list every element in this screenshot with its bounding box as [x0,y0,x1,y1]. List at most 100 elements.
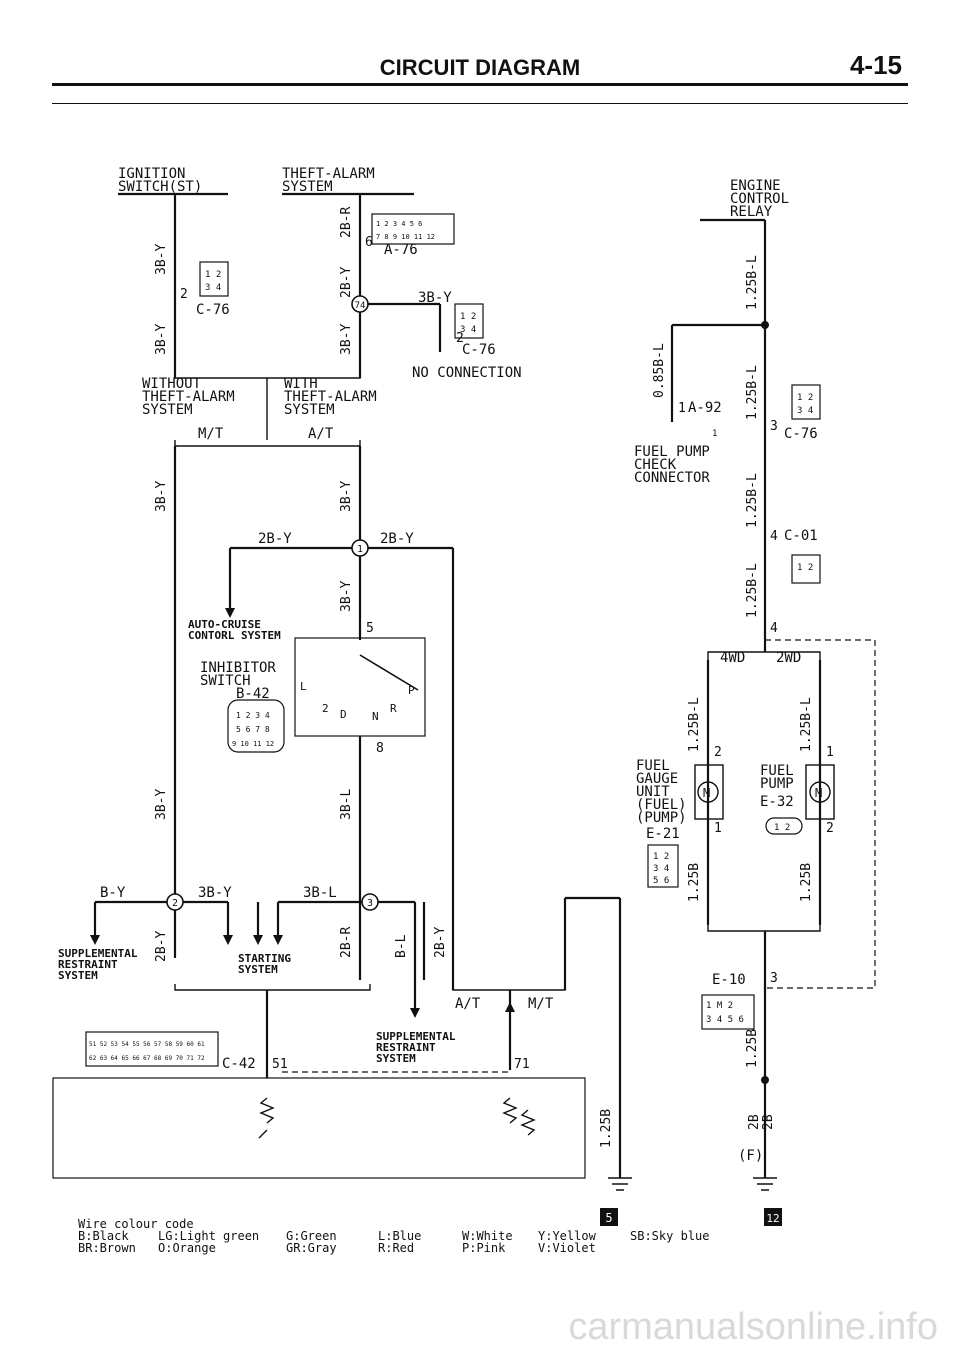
theft-label-2: SYSTEM [282,179,333,195]
starting-label-1: STARTING [238,952,291,965]
ignition-label-1: IGNITION [118,166,185,182]
legend-item: BR:Brown [78,1241,136,1255]
wire-label: 1.25B [687,863,702,902]
autocruise-label-1: AUTO-CRUISE [188,618,261,631]
connector-cells: 1 2 [653,852,669,862]
connector-cells: 1 2 [797,563,813,573]
connector-cells: 1 2 3 4 [236,711,270,720]
wire-label: 1.25B [799,863,814,902]
srs-left-label-3: SYSTEM [58,969,98,982]
ground-marker-label: 12 [766,1212,779,1225]
c76-label: C-76 [196,302,230,318]
wire-label: 0.85B-L [652,343,667,398]
srs-left-label-1: SUPPLEMENTAL [58,947,138,960]
connector-cells: 1 2 [205,270,221,280]
svg-text:1: 1 [357,544,363,555]
wire-label: 1.25B-L [799,697,814,752]
engine-label-1: ENGINE [730,178,781,194]
wire-label: 1.25B-L [745,473,760,528]
pin-number: 6 [365,235,373,250]
connector-cells: 3 4 [205,283,221,293]
svg-text:3: 3 [367,898,373,909]
pin-number: 2 [456,331,464,346]
fuel-pump-conn: E-32 [760,794,794,810]
fuel-pump-check-label-3: CONNECTOR [634,470,710,486]
wire-label: 1.25B-L [745,563,760,618]
fuel-gauge-label-4: (FUEL) [636,797,687,813]
watermark: carmanualsonline.info [568,1306,938,1348]
at-label: A/T [308,426,334,442]
connector-cells: 1 2 [797,393,813,403]
pin-number: 3 [770,971,778,986]
fuel-gauge-label-1: FUEL [636,758,670,774]
ground-f-label: (F) [738,1148,763,1164]
connector-cells: 3 4 5 6 [706,1015,744,1025]
ground-marker-label: 5 [605,1211,612,1225]
wire-label: 1.25B-L [745,255,760,310]
connector-cells: 3 4 [460,325,476,335]
srs-mid-label-3: SYSTEM [376,1052,416,1065]
wire-label: B-Y [100,885,126,901]
wire-label: 2B [747,1114,762,1130]
inhibitor-pos: N [372,710,379,723]
mt-label: M/T [528,996,554,1012]
wire-label: 1.25B-L [687,697,702,752]
wire-label: 2B-R [339,207,354,238]
fuel-gauge-label-3: UNIT [636,784,670,800]
pin-number: 1 [714,821,722,836]
connector-cells: 1 M 2 [706,1001,733,1011]
inhibitor-pos: 2 [322,702,329,715]
pin-number: 8 [376,741,384,756]
autocruise-label-2: CONTORL SYSTEM [188,629,281,642]
pin-number: 3 [770,419,778,434]
legend-item: L:Blue [378,1229,422,1243]
connector-cells: 3 4 [797,406,813,416]
4wd-label: 4WD [720,650,745,666]
wire-label: 3B-Y [198,885,232,901]
wire-label: 3B-L [339,789,354,820]
with-label-3: SYSTEM [284,402,335,418]
srs-mid-label-2: RESTRAINT [376,1041,436,1054]
2wd-label: 2WD [776,650,801,666]
pin-number: 71 [514,1057,530,1072]
wire-label: 3B-Y [154,244,169,275]
header-rule-thin [52,103,908,104]
no-connection-label: NO CONNECTION [412,365,522,381]
fuel-pump-label-2: PUMP [760,776,794,792]
c01-label: C-01 [784,528,818,544]
ignition-label-2: SWITCH(ST) [118,179,202,195]
legend-item: P:Pink [462,1241,506,1255]
connector-cells: 1 [712,429,717,439]
ground-marker-icon [600,1208,618,1226]
wire-label: 3B-Y [154,481,169,512]
fuel-pump-check-label-1: FUEL PUMP [634,444,710,460]
wire-label: 2B-Y [339,267,354,298]
inhibitor-pos: R [390,702,397,715]
pin-number: 1 [678,401,686,416]
page-title: CIRCUIT DIAGRAM [379,55,581,80]
wire-label: 2B-Y [433,927,448,958]
with-label-1: WITH [284,376,318,392]
motor-icon: M [703,786,710,800]
wire-label: 1.25B-L [745,365,760,420]
at-label: A/T [455,996,481,1012]
connector-cells: 1 2 [460,312,476,322]
connector-cells: 51 52 53 54 55 56 57 58 59 60 61 [89,1041,205,1048]
legend-item: SB:Sky blue [630,1229,710,1243]
pin-number: 4 [770,529,778,544]
wire-label: 3B-Y [154,324,169,355]
ground-marker-icon [764,1208,782,1226]
c76-label: C-76 [784,426,818,442]
header-rule [52,83,908,86]
wire-label: 2B-R [339,927,354,958]
wire-label: 3B-Y [339,581,354,612]
fuel-gauge-label-2: GAUGE [636,771,678,787]
without-label-2: THEFT-ALARM [142,389,235,405]
inhibitor-pos: L [300,680,307,693]
wire-label: 2B-Y [380,531,414,547]
pin-number: 2 [826,821,834,836]
mt-label: M/T [198,426,224,442]
wire-label: 3B-Y [418,290,452,306]
wire-label: 1.25B [745,1029,760,1068]
